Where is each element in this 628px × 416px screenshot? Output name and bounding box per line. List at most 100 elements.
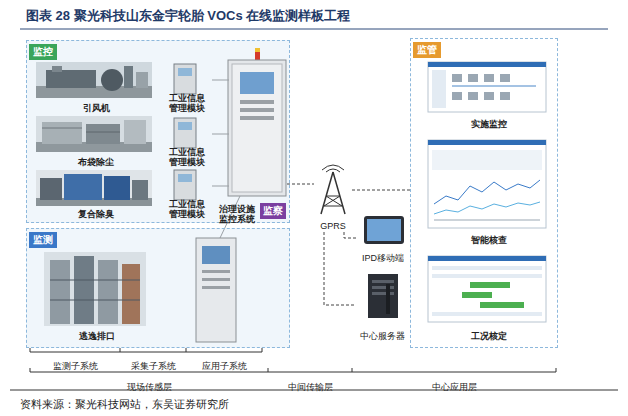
tag-label: 监察 <box>260 203 286 219</box>
tower-box: GPRS <box>314 166 352 232</box>
screenshot <box>428 62 546 112</box>
title-rule <box>20 29 608 30</box>
deodorizer-photo <box>132 180 148 200</box>
screenshot <box>432 266 542 270</box>
connector-line <box>344 232 358 238</box>
control-cabinet <box>240 116 274 120</box>
diagram-title: 图表 28 聚光科技山东金宇轮胎 VOCs 在线监测样板工程 <box>26 8 350 23</box>
module-cabinet <box>178 122 192 130</box>
screenshot <box>434 202 540 214</box>
layer-scale <box>30 368 31 372</box>
photo-box: 复合除臭 <box>35 169 155 221</box>
bag-filter-photo <box>86 124 120 144</box>
screenshot <box>462 292 492 298</box>
region-tag: 监测 <box>29 232 57 248</box>
module-box: 工业信息 管理模块 <box>160 117 212 169</box>
stack-photo <box>74 256 94 324</box>
screenshot <box>432 70 446 108</box>
screen-box: 实施监控 <box>423 61 553 131</box>
cabinet-box: 治理设施 监控系统 <box>229 61 287 197</box>
node-text: 智能核查 <box>467 234 511 246</box>
stack-photo <box>122 264 140 324</box>
node-text: 工业信息 管理模块 <box>162 146 212 168</box>
screenshot <box>428 140 546 228</box>
module-box: 工业信息 管理模块 <box>160 63 212 115</box>
region-panel: 实施监控智能核查工况核定监管 <box>410 38 558 348</box>
layer-scale <box>30 348 556 372</box>
gprs-tower <box>326 196 340 197</box>
screenshot <box>428 256 546 261</box>
module-cabinet <box>174 118 196 148</box>
screen-box: 智能核查 <box>423 139 553 247</box>
stack-photo <box>44 252 146 326</box>
fan-photo <box>52 66 62 72</box>
layer-label-wrap: 应用子系统 <box>184 355 264 373</box>
bag-filter-photo <box>86 132 120 133</box>
monitor-cabinet <box>202 286 230 289</box>
node-text: 工业信息 管理模块 <box>162 198 212 220</box>
panel-ground <box>26 40 290 223</box>
node-text: 逃逸排口 <box>75 330 119 342</box>
screenshot <box>500 74 510 82</box>
layer-scale <box>262 348 263 352</box>
node-text: IPD移动端 <box>362 253 404 263</box>
tablet <box>367 219 401 241</box>
gprs-tower <box>326 196 342 206</box>
bag-filter-photo <box>124 120 146 144</box>
control-cabinet <box>228 60 286 196</box>
panel-ground <box>26 228 290 348</box>
control-cabinet <box>228 48 286 196</box>
bag-filter-photo <box>42 122 82 144</box>
layer-label: 采集子系统 <box>131 361 176 372</box>
fan-photo <box>36 62 152 98</box>
module-cabinet <box>178 68 192 76</box>
node-text: 工业信息 管理模块 <box>162 92 212 114</box>
layer-label: 监测子系统 <box>53 361 98 372</box>
layer-scale <box>352 368 353 372</box>
server <box>372 280 394 283</box>
screenshot <box>468 74 478 82</box>
deodorizer-photo <box>104 176 130 200</box>
fan-photo <box>101 69 123 91</box>
fan-photo <box>136 72 148 88</box>
monitor-cabinet <box>202 278 230 281</box>
layer-scale <box>30 352 262 353</box>
monitor-cabinet <box>202 246 230 264</box>
stack-photo <box>98 260 118 324</box>
photo-box: 引风机 <box>35 61 155 115</box>
module-cabinet <box>174 64 196 200</box>
module-box: 工业信息 管理模块 <box>160 169 212 221</box>
device-box: IPD移动端 <box>358 212 408 264</box>
screenshot <box>432 274 542 278</box>
gprs-tower <box>333 172 345 214</box>
server <box>372 286 394 289</box>
bag-filter-photo <box>36 116 152 152</box>
screenshot <box>480 302 524 308</box>
layer-label-wrap: 采集子系统 <box>113 355 193 373</box>
control-cabinet <box>255 48 260 52</box>
deodorizer-photo <box>40 178 62 200</box>
fan-photo <box>36 62 152 98</box>
screenshot <box>428 62 546 67</box>
gprs-tower <box>321 165 345 214</box>
photo-box: 逃逸排口 <box>41 251 151 343</box>
layer-label-wrap: 中间传输层 <box>270 376 350 394</box>
control-cabinet <box>255 48 260 60</box>
module-cabinet <box>174 170 196 200</box>
gprs-tower <box>322 165 344 170</box>
screen-box: 工况核定 <box>423 255 553 343</box>
diagram-title-wrap: 图表 28 聚光科技山东金宇轮胎 VOCs 在线监测样板工程 <box>26 6 350 24</box>
screenshot <box>428 140 546 145</box>
server <box>372 292 394 295</box>
layer-label-wrap: 监测子系统 <box>35 355 115 373</box>
connector-line <box>212 80 229 81</box>
screenshot <box>452 92 462 100</box>
node-text: 实施监控 <box>467 118 511 130</box>
stack-photo <box>50 300 140 301</box>
deodorizer-photo <box>36 170 152 206</box>
bag-filter-photo <box>42 128 82 129</box>
gprs-tower <box>324 206 342 207</box>
bag-filter-photo <box>36 116 152 152</box>
screenshot <box>434 220 540 221</box>
layer-label-wrap: 中心应用层 <box>414 376 494 394</box>
